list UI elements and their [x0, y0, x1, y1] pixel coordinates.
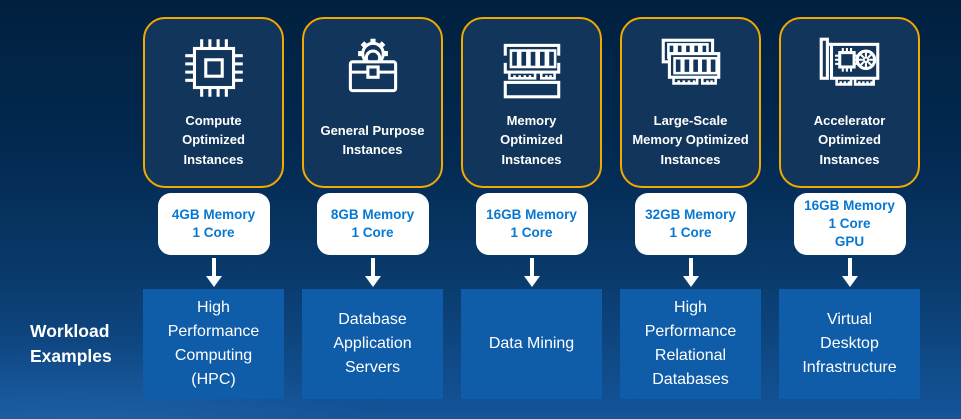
- workload-box: High Performance Relational Databases: [620, 289, 761, 399]
- instance-title: General Purpose Instances: [320, 122, 425, 158]
- memory-module-icon: [495, 31, 569, 105]
- instance-title: Compute Optimized Instances: [182, 112, 245, 167]
- workload-box: High Performance Computing (HPC): [143, 289, 284, 399]
- instance-columns: Compute Optimized Instances 4GB Memory 1…: [143, 17, 920, 399]
- down-arrow-icon: [364, 258, 381, 287]
- spec-box: 4GB Memory 1 Core: [157, 193, 270, 255]
- instance-title: Large-Scale Memory Optimized Instances: [632, 112, 749, 167]
- workload-examples-label: Workload Examples: [30, 321, 112, 367]
- gpu-card-icon: [813, 31, 887, 105]
- dual-memory-modules-icon: [654, 31, 728, 105]
- column-memory-optimized: Memory Optimized Instances 16GB Memory 1…: [461, 17, 602, 399]
- down-arrow-icon: [205, 258, 222, 287]
- spec-box: 32GB Memory 1 Core: [634, 193, 747, 255]
- spec-box: 8GB Memory 1 Core: [316, 193, 429, 255]
- down-arrow-icon: [682, 258, 699, 287]
- instance-title: Memory Optimized Instances: [500, 112, 563, 167]
- instance-title: Accelerator Optimized Instances: [813, 112, 886, 167]
- instance-card-large-scale-memory-optimized: Large-Scale Memory Optimized Instances: [620, 17, 761, 188]
- column-compute-optimized: Compute Optimized Instances 4GB Memory 1…: [143, 17, 284, 399]
- workload-box: Data Mining: [461, 289, 602, 399]
- toolbox-gear-icon: [336, 31, 410, 105]
- cpu-chip-icon: [177, 31, 251, 105]
- down-arrow-icon: [841, 258, 858, 287]
- spec-box: 16GB Memory 1 Core: [475, 193, 588, 255]
- spec-box: 16GB Memory 1 Core GPU: [793, 193, 906, 255]
- column-accelerator-optimized: Accelerator Optimized Instances 16GB Mem…: [779, 17, 920, 399]
- instance-card-memory-optimized: Memory Optimized Instances: [461, 17, 602, 188]
- instance-card-general-purpose: General Purpose Instances: [302, 17, 443, 188]
- column-large-scale-memory-optimized: Large-Scale Memory Optimized Instances 3…: [620, 17, 761, 399]
- workload-box: Virtual Desktop Infrastructure: [779, 289, 920, 399]
- down-arrow-icon: [523, 258, 540, 287]
- column-general-purpose: General Purpose Instances 8GB Memory 1 C…: [302, 17, 443, 399]
- instance-card-compute-optimized: Compute Optimized Instances: [143, 17, 284, 188]
- instance-card-accelerator-optimized: Accelerator Optimized Instances: [779, 17, 920, 188]
- workload-box: Database Application Servers: [302, 289, 443, 399]
